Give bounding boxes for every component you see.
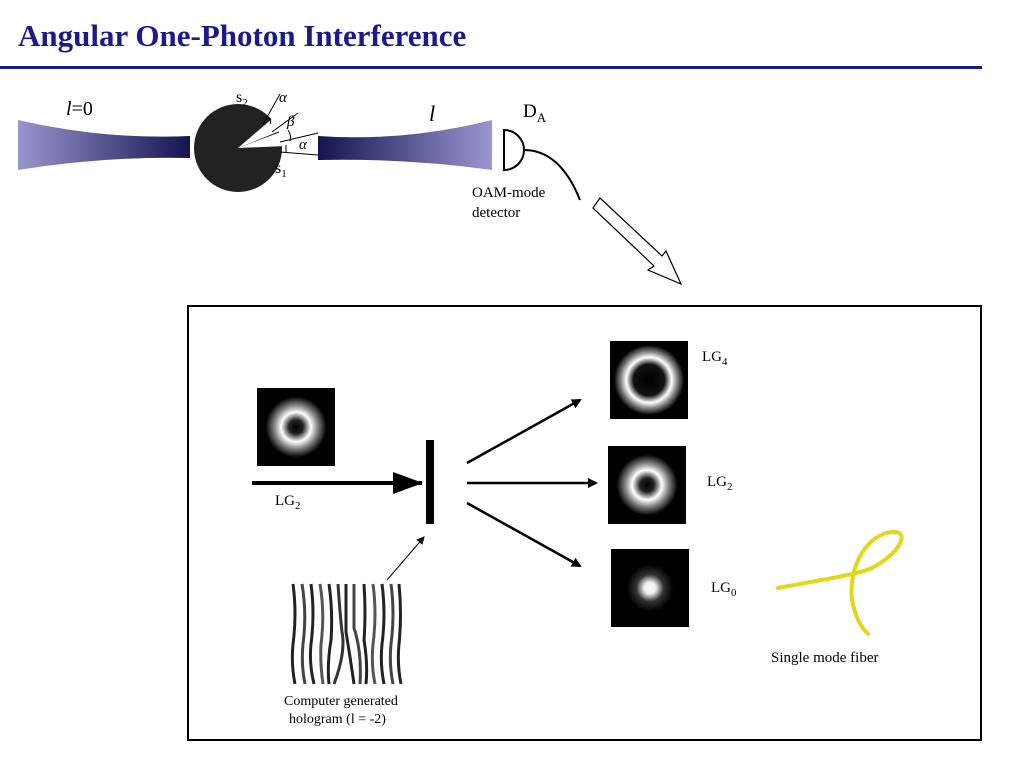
output-arrow-lg4 (466, 398, 582, 465)
hologram-image (290, 582, 403, 686)
hologram-caption-line2: hologram (l = -2) (289, 712, 386, 727)
alpha-label-top: α (279, 90, 287, 106)
beta-label: β (287, 114, 295, 130)
output-beam-label: l (429, 101, 436, 126)
input-beam-label: l=0 (66, 98, 93, 121)
title-divider (0, 66, 982, 69)
page-title: Angular One-Photon Interference (18, 18, 467, 53)
l-value: =0 (71, 98, 93, 120)
alpha-label-bottom: α (299, 137, 307, 153)
hologram-plate (426, 440, 434, 524)
single-mode-fiber (776, 529, 904, 636)
hologram-caption-line1: Computer generated (284, 694, 398, 709)
input-mode-label: LG2 (275, 493, 301, 512)
input-beam (18, 120, 190, 170)
output-mode-label-lg0: LG0 (711, 580, 737, 599)
detector-caption-line2: detector (472, 205, 521, 221)
detector-caption-line1: OAM-mode (472, 185, 546, 201)
slit-line-s2 (261, 93, 281, 127)
output-arrow-lg0 (466, 501, 582, 568)
zoom-arrow (592, 197, 683, 286)
fiber-caption: Single mode fiber (771, 650, 879, 666)
slit-label-s1: s1 (275, 160, 287, 181)
output-beam (318, 120, 492, 170)
output-mode-label-lg2: LG2 (707, 474, 733, 493)
l-symbol: l (66, 98, 72, 120)
slit-label-s2: s2 (236, 89, 248, 110)
detector-icon (503, 128, 525, 172)
hologram-pointer (386, 536, 425, 581)
detector-label: DA (523, 101, 547, 125)
detector-cable (523, 149, 581, 201)
output-mode-label-lg4: LG4 (702, 349, 728, 368)
angular-aperture (238, 130, 286, 148)
